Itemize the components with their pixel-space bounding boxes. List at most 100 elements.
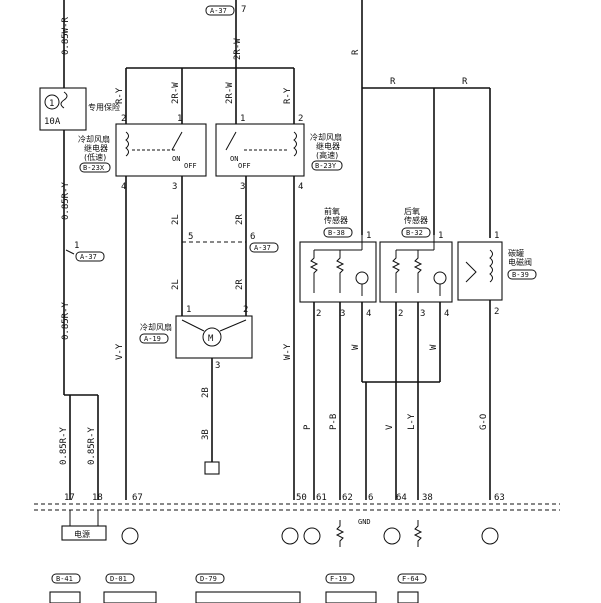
wire-label-ry-right: R-Y <box>283 87 293 104</box>
relay-low-pin2: 2 <box>121 114 126 124</box>
ecu-pin-6: 6 <box>368 493 373 503</box>
relay-high-on: ON <box>230 155 238 163</box>
connector-d79 <box>195 573 225 584</box>
motor-lead-2 <box>219 319 247 332</box>
front-o2-pin2: 2 <box>316 309 321 319</box>
pin-5: 5 <box>188 232 193 242</box>
rear-o2-pin3: 3 <box>420 309 425 319</box>
ecu-pin-67: 67 <box>132 493 143 503</box>
connector-f64-shape <box>397 591 419 603</box>
relay-high-label-1: 冷却风扇 <box>310 132 342 142</box>
ecu-pin-50: 50 <box>296 493 307 503</box>
pin-7: 7 <box>241 5 246 15</box>
motor-letter: M <box>208 334 214 344</box>
transistor-rear-heater-icon <box>383 527 401 545</box>
wire-label-2b: 2B <box>201 387 211 398</box>
connector-d01-label: D-01 <box>110 575 127 583</box>
rear-o2-sensor-icon <box>433 271 447 285</box>
canister-pin2: 2 <box>494 307 499 317</box>
ecu-pin-38: 38 <box>422 493 433 503</box>
connector-b32-label: B-32 <box>406 229 423 237</box>
wire-label-v: V <box>385 424 395 430</box>
relay-high-coil-icon <box>293 131 297 157</box>
wire-label-2r-b: 2R <box>235 279 245 290</box>
relay-low-pin3: 3 <box>172 182 177 192</box>
connector-d79-shape <box>195 591 301 603</box>
wire-label-085ry-b: 0.85R-Y <box>61 301 71 340</box>
wire-label-2r-a: 2R <box>235 214 245 225</box>
wire-label-2rw-l: 2R-W <box>171 82 181 104</box>
rear-o2-pin2: 2 <box>398 309 403 319</box>
fuse-label: 专用保险 <box>88 102 120 112</box>
relay-low-label-1: 冷却风扇 <box>78 134 110 144</box>
connector-b38-label: B-38 <box>328 229 345 237</box>
relay-low-on: ON <box>172 155 180 163</box>
connector-d01 <box>105 573 135 584</box>
wire-label-085ry-c: 0.85R-Y <box>59 426 69 465</box>
wire-label-vy: V-Y <box>115 343 125 360</box>
connector-b38 <box>323 227 353 238</box>
pin-6: 6 <box>250 232 255 242</box>
rear-o2-resistor-icon <box>413 250 423 293</box>
transistor-canister-icon <box>481 527 499 545</box>
power-box <box>61 525 107 541</box>
transistor-fan-high-icon <box>281 527 299 545</box>
wire-label-p: P <box>303 424 313 430</box>
connector-b23x <box>79 162 111 173</box>
connector-a37-mid <box>249 242 279 253</box>
canister-label-2: 电磁阀 <box>508 257 532 267</box>
wire-label-ly: L-Y <box>407 413 417 430</box>
wire-label-wy: W-Y <box>283 343 293 360</box>
fuse-number: 1 <box>49 99 54 109</box>
connector-d01-shape <box>103 591 157 603</box>
relay-low-label-2: 继电器 <box>84 143 108 153</box>
rear-o2-pin4: 4 <box>444 309 449 319</box>
wire-label-2rw-top: 2R-W <box>233 38 243 60</box>
connector-b23y <box>311 160 343 171</box>
relay-low-switch-icon <box>171 131 183 151</box>
connector-a37-left <box>75 251 105 262</box>
connector-b39-label: B-39 <box>512 271 529 279</box>
wire-label-2l-b: 2L <box>171 279 181 290</box>
wire-label-w-a: W <box>351 344 361 350</box>
rear-o2-label-2: 传感器 <box>404 215 428 225</box>
relay-high-box <box>215 123 305 177</box>
fan-motor-box <box>175 315 253 359</box>
fan-motor-label: 冷却风扇 <box>140 322 172 332</box>
wire-label-r-c: R <box>462 77 468 87</box>
connector-f64-label: F-64 <box>402 575 419 583</box>
connector-b41 <box>51 573 81 584</box>
relay-low-off: OFF <box>184 162 197 170</box>
canister-valve-icon <box>465 261 477 283</box>
connector-a37-top <box>205 5 235 16</box>
wire-label-r-b: R <box>390 77 396 87</box>
motor-pin1: 1 <box>186 305 191 315</box>
fan-motor-icon <box>202 327 222 347</box>
connector-a37-mid-label: A-37 <box>254 244 271 252</box>
rear-o2-heater-icon <box>391 250 401 293</box>
canister-pin1: 1 <box>494 231 499 241</box>
connector-d79-label: D-79 <box>200 575 217 583</box>
ecu-pin-62: 62 <box>342 493 353 503</box>
pin-tick <box>65 249 75 255</box>
front-o2-input-resistor-icon <box>335 520 345 547</box>
relay-high-label-2: 继电器 <box>316 141 340 151</box>
motor-pin2: 2 <box>243 305 248 315</box>
fuse-box <box>39 87 87 131</box>
ecu-pin-61: 61 <box>316 493 327 503</box>
ecu-pin-63: 63 <box>494 493 505 503</box>
connector-a37-left-label: A-37 <box>80 253 97 261</box>
connector-a19 <box>139 333 169 344</box>
canister-box <box>457 241 503 301</box>
pin-a37-left: 1 <box>74 241 79 251</box>
wire-label-w-b: W <box>429 344 439 350</box>
wire-label-ry-left: R-Y <box>115 87 125 104</box>
relay-low-pin1: 1 <box>177 114 182 124</box>
rear-o2-pin1: 1 <box>438 231 443 241</box>
rear-o2-label-1: 后氧 <box>404 206 420 216</box>
connector-a19-label: A-19 <box>144 335 161 343</box>
relay-high-pin3: 3 <box>240 182 245 192</box>
relay-high-pin2: 2 <box>298 114 303 124</box>
wire-label-085ry-d: 0.85R-Y <box>87 426 97 465</box>
